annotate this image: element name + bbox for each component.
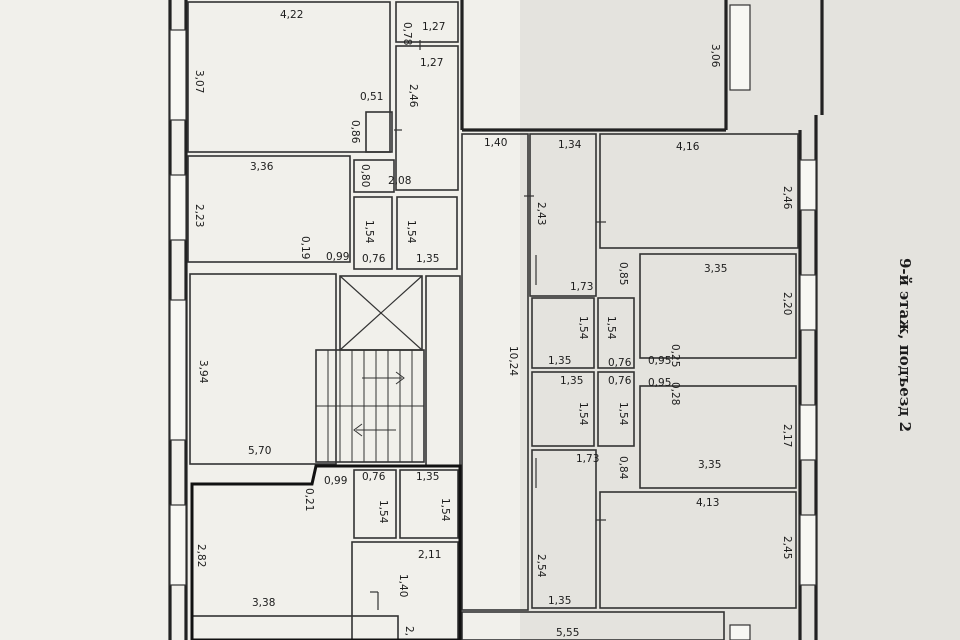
dim-1-54-d: 1,54 [605,316,617,340]
dim-0-76-d: 0,76 [362,471,386,483]
door-marks [370,40,606,610]
dim-2-08: 2,08 [388,175,411,187]
dim-0-95-b: 0,95 [648,377,671,389]
dim-1-34: 1,34 [558,139,582,151]
dim-1-35-d: 1,35 [416,471,439,483]
dim-2-partial: 2, [403,626,415,636]
dim-1-35-b: 1,35 [548,355,571,367]
dim-3-38: 3,38 [252,597,275,609]
dim-0-80: 0,80 [359,164,371,187]
dim-1-35-c: 1,35 [560,375,583,387]
dim-0-99-a: 0,99 [326,251,349,263]
dim-1-54-f: 1,54 [617,402,629,426]
dim-10-24: 10,24 [507,346,519,376]
dim-1-54-b: 1,54 [405,220,417,244]
dim-0-28: 0,28 [669,382,681,405]
selected-apartment-outline [190,464,462,640]
dim-0-76-b: 0,76 [608,357,632,369]
dimension-labels: 4,22 0,78 1,27 1,27 3,07 0,51 2,46 0,86 … [193,9,793,639]
dim-0-21: 0,21 [303,488,315,511]
dim-0-76-a: 0,76 [362,253,386,265]
dim-1-40-b: 1,40 [397,574,409,597]
dim-2-82: 2,82 [195,544,207,567]
dim-2-11: 2,11 [418,549,441,561]
dim-4-16: 4,16 [676,141,700,153]
dim-0-19: 0,19 [299,236,311,259]
dim-1-54-e: 1,54 [577,402,589,426]
dim-1-40-a: 1,40 [484,137,507,149]
dim-1-27-b: 1,27 [420,57,443,69]
dim-2-54: 2,54 [535,554,547,578]
dim-3-35-b: 3,35 [698,459,721,471]
dim-0-51: 0,51 [360,91,383,103]
dim-3-07: 3,07 [193,70,205,93]
dim-1-54-c: 1,54 [577,316,589,340]
dim-3-94: 3,94 [197,360,209,384]
elevator-shaft [339,275,423,351]
dim-1-35-e: 1,35 [548,595,571,607]
dim-2-20: 2,20 [781,292,793,315]
dim-5-70: 5,70 [248,445,271,457]
dim-1-54-h: 1,54 [439,498,451,522]
dim-2-17: 2,17 [781,424,793,447]
floor-caption: 9-й этаж, подъезд 2 [896,258,914,432]
dim-1-35-a: 1,35 [416,253,439,265]
dim-0-95-a: 0,95 [648,355,671,367]
dim-2-46: 2,46 [407,84,419,108]
dim-1-27-a: 1,27 [422,21,445,33]
dim-1-73-a: 1,73 [570,281,593,293]
dim-1-54-g: 1,54 [377,500,389,524]
room-walls [187,1,799,640]
dim-0-25: 0,25 [669,344,681,367]
dim-0-84: 0,84 [617,456,629,480]
dim-0-76-c: 0,76 [608,375,632,387]
dim-4-22: 4,22 [280,9,303,21]
paper-left [0,0,520,640]
dim-1-54-a: 1,54 [363,220,375,244]
windows [169,4,817,640]
dim-3-36: 3,36 [250,161,274,173]
dim-0-86: 0,86 [349,120,361,144]
dim-5-55: 5,55 [556,627,579,639]
dim-2-23: 2,23 [193,204,205,227]
dim-0-85: 0,85 [617,262,629,285]
dim-3-35-a: 3,35 [704,263,727,275]
dim-4-13: 4,13 [696,497,719,509]
dim-1-73-b: 1,73 [576,453,599,465]
dim-0-99-b: 0,99 [324,475,347,487]
dim-2-43: 2,43 [535,202,547,225]
dim-2-45: 2,45 [781,536,793,559]
dim-0-78: 0,78 [401,22,413,45]
dim-3-06: 3,06 [709,44,721,68]
dim-2-46-b: 2,46 [781,186,793,210]
staircase [316,350,424,462]
